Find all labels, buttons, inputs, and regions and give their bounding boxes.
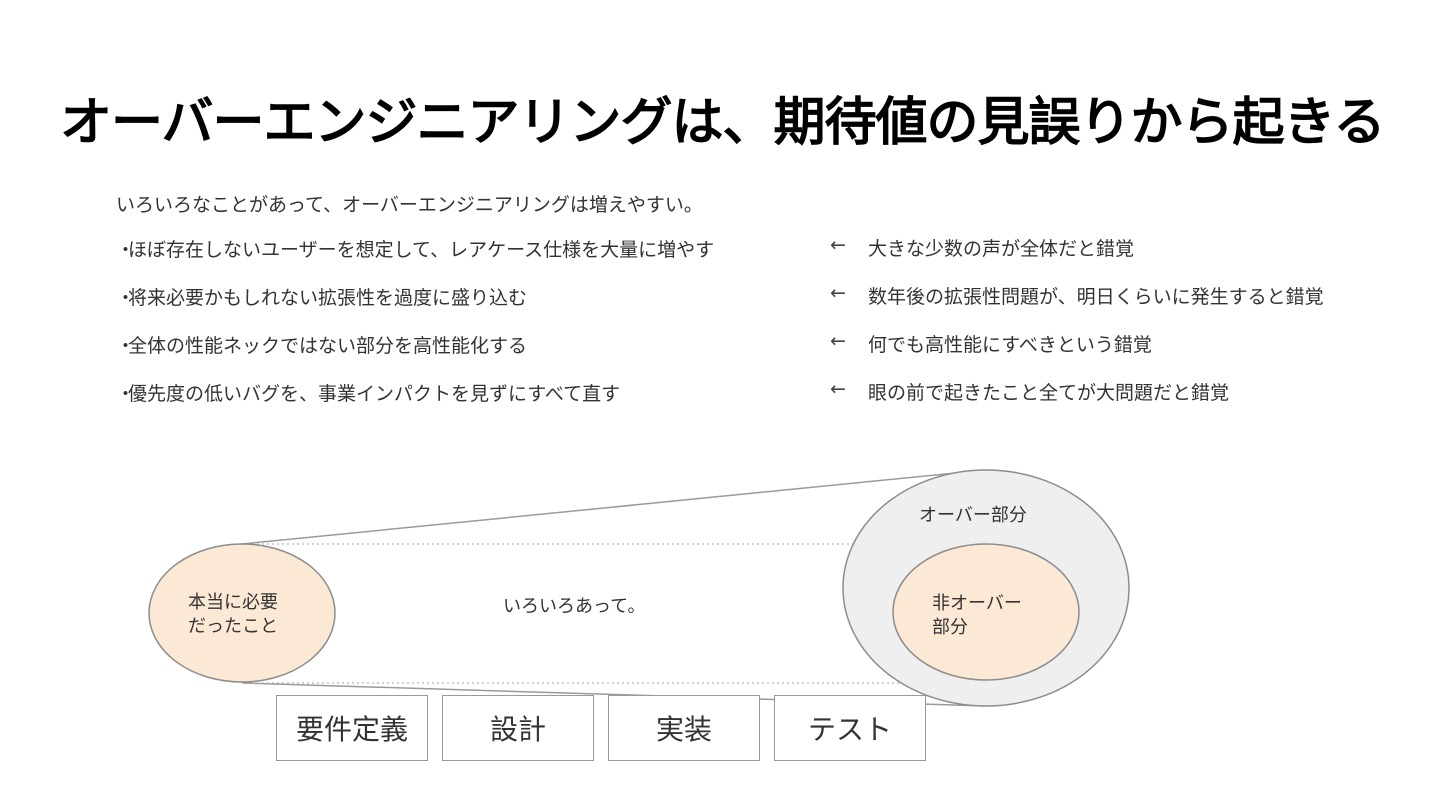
example-item: ・ 全体の性能ネックではない部分を高性能化する <box>116 331 816 379</box>
stage-implementation: 実装 <box>608 695 760 761</box>
left-arrow-icon: ← <box>830 282 846 304</box>
stage-test: テスト <box>774 695 926 761</box>
cause-text: 数年後の拡張性問題が、明日くらいに発生すると錯覚 <box>868 286 1324 308</box>
non-over-label-line2: 部分 <box>932 617 968 638</box>
slide-title: オーバーエンジニアリングは、期待値の見誤りから起きる <box>60 93 1385 153</box>
left-arrow-icon: ← <box>830 378 846 400</box>
stage-requirements: 要件定義 <box>276 695 428 761</box>
inner-bubble-ellipse <box>892 543 1080 681</box>
example-text: 優先度の低いバグを、事業インパクトを見ずにすべて直す <box>128 383 621 405</box>
non-over-label-line1: 非オーバー <box>932 593 1022 614</box>
stage-row: 要件定義 設計 実装 テスト <box>276 695 926 761</box>
left-arrow-icon: ← <box>830 234 846 256</box>
example-item: ・ 優先度の低いバグを、事業インパクトを見ずにすべて直す <box>116 379 816 427</box>
upper-expansion-line <box>241 469 987 545</box>
example-text: 全体の性能ネックではない部分を高性能化する <box>128 335 528 357</box>
cause-text: 眼の前で起きたこと全てが大問題だと錯覚 <box>868 382 1230 404</box>
example-text: ほぼ存在しないユーザーを想定して、レアケース仕様を大量に増やす <box>128 239 715 261</box>
needed-bubble-label-line2: だったこと <box>188 616 278 637</box>
example-item: ・ 将来必要かもしれない拡張性を過度に盛り込む <box>116 283 816 331</box>
intro-text: いろいろなことがあって、オーバーエンジニアリングは増えやすい。 <box>116 194 703 216</box>
cause-text: 何でも高性能にすべきという錯覚 <box>868 334 1152 356</box>
cause-item: ← 眼の前で起きたこと全てが大問題だと錯覚 <box>830 378 1324 426</box>
cause-item: ← 大きな少数の声が全体だと錯覚 <box>830 234 1324 282</box>
example-item: ・ ほぼ存在しないユーザーを想定して、レアケース仕様を大量に増やす <box>116 235 816 283</box>
example-text: 将来必要かもしれない拡張性を過度に盛り込む <box>128 287 528 309</box>
cause-item: ← 数年後の拡張性問題が、明日くらいに発生すると錯覚 <box>830 282 1324 330</box>
needed-bubble-label-line1: 本当に必要 <box>188 592 278 613</box>
stage-design: 設計 <box>442 695 594 761</box>
cause-item: ← 何でも高性能にすべきという錯覚 <box>830 330 1324 378</box>
needed-bubble-ellipse <box>148 543 336 683</box>
cause-list: ← 大きな少数の声が全体だと錯覚 ← 数年後の拡張性問題が、明日くらいに発生する… <box>830 234 1324 426</box>
left-arrow-icon: ← <box>830 330 846 352</box>
cause-text: 大きな少数の声が全体だと錯覚 <box>868 238 1135 260</box>
example-list: ・ ほぼ存在しないユーザーを想定して、レアケース仕様を大量に増やす ・ 将来必要… <box>116 235 816 427</box>
middle-label: いろいろあって。 <box>503 596 646 617</box>
over-part-label: オーバー部分 <box>919 505 1027 526</box>
